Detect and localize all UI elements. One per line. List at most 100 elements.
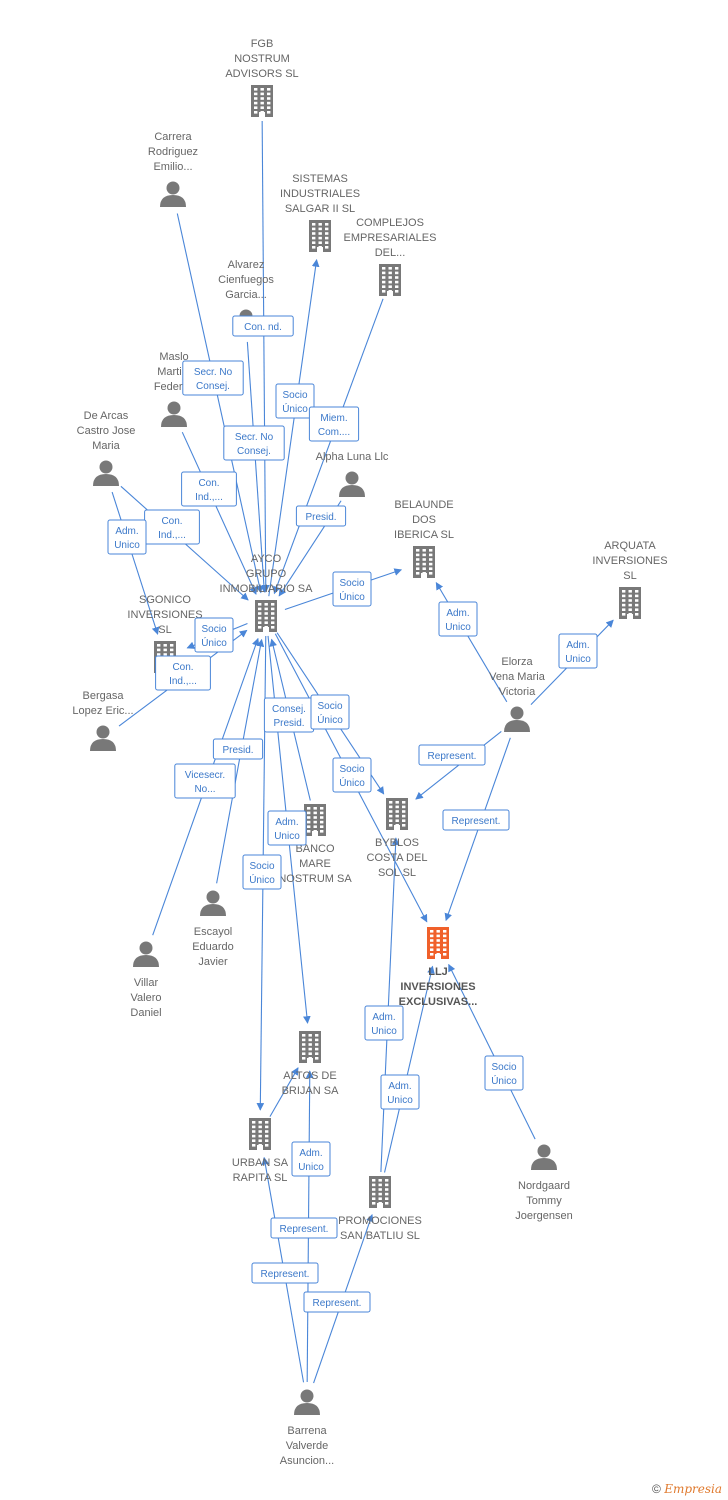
edge-complejos-to-ayco bbox=[273, 298, 384, 595]
edge-label-fgb-to-ayco[interactable]: Con. nd. bbox=[232, 315, 294, 337]
edge-label-text: No... bbox=[194, 784, 215, 795]
edge-label-dearcas-to-sgonico[interactable]: Adm.Unico bbox=[107, 519, 147, 555]
edge-label-promociones-to-byblos[interactable]: Adm.Unico bbox=[364, 1005, 404, 1041]
edge-label-text: Consej. bbox=[237, 446, 271, 457]
node-llj[interactable]: LLJINVERSIONESEXCLUSIVAS... bbox=[399, 927, 478, 1008]
edge-nordgaard-to-llj bbox=[448, 963, 536, 1140]
edge-label-bergasa-to-ayco[interactable]: Con.Ind.,... bbox=[155, 655, 211, 691]
person-icon bbox=[504, 706, 530, 732]
edge-label-dearcas-to-ayco[interactable]: Con.Ind.,... bbox=[144, 509, 200, 545]
edge-label-elorza-to-arquata[interactable]: Adm.Unico bbox=[558, 633, 598, 669]
edge-urban-to-altos bbox=[269, 1067, 299, 1117]
edge-label-promociones-to-llj[interactable]: Adm.Unico bbox=[380, 1074, 420, 1110]
node-label: INMOBILIARIO SA bbox=[220, 583, 314, 595]
node-label: COMPLEJOS bbox=[356, 217, 424, 229]
building-icon bbox=[304, 804, 326, 836]
node-label: Vena Maria bbox=[489, 671, 546, 683]
edge-label-escayol-to-ayco[interactable]: Presid. bbox=[212, 738, 264, 760]
edge-label-text: Adm. bbox=[372, 1012, 395, 1023]
node-label: EXCLUSIVAS... bbox=[399, 996, 478, 1008]
person-icon bbox=[294, 1389, 320, 1415]
node-alpha[interactable]: Alpha Luna Llc bbox=[316, 451, 389, 497]
building-icon bbox=[249, 1118, 271, 1150]
edge-label-text: Ind.,... bbox=[169, 676, 197, 687]
edge-label-barrena-to-promociones[interactable]: Represent. bbox=[303, 1291, 371, 1313]
edge-label-text: Represent. bbox=[452, 816, 501, 827]
edge-label-text: Represent. bbox=[313, 1298, 362, 1309]
edge-label-elorza-to-belaunde[interactable]: Adm.Unico bbox=[438, 601, 478, 637]
building-icon bbox=[369, 1176, 391, 1208]
edge-label-alpha-to-ayco[interactable]: Presid. bbox=[295, 505, 347, 527]
edge-label-elorza-to-byblos[interactable]: Represent. bbox=[418, 744, 486, 766]
edge-carrera-to-ayco bbox=[176, 213, 264, 594]
node-label: Valverde bbox=[286, 1440, 329, 1452]
edge-label-complejos-to-ayco[interactable]: Miem.Com.... bbox=[308, 406, 360, 442]
edge-label-text: Socio bbox=[201, 624, 226, 635]
node-barrena[interactable]: BarrenaValverdeAsuncion... bbox=[280, 1389, 334, 1468]
node-label: Valero bbox=[131, 992, 162, 1004]
node-label: BELAUNDE bbox=[394, 499, 453, 511]
edge-label-text: Único bbox=[317, 713, 343, 726]
edge-label-text: Unico bbox=[114, 540, 140, 551]
person-icon bbox=[90, 725, 116, 751]
node-label: Bergasa bbox=[83, 690, 125, 702]
edge-label-barrena-to-altos[interactable]: Represent. bbox=[270, 1217, 338, 1239]
edge-label-ayco-to-altos[interactable]: Adm.Unico bbox=[267, 810, 307, 846]
node-label: Alvarez bbox=[228, 259, 265, 271]
node-label: MARE bbox=[299, 858, 331, 870]
edge-alvarez-to-ayco bbox=[246, 341, 268, 593]
node-label: Escayol bbox=[194, 926, 233, 938]
node-label: Tommy bbox=[526, 1195, 562, 1207]
edge-label-text: Único bbox=[249, 873, 275, 886]
edge-label-text: Socio bbox=[339, 764, 364, 775]
edge-label-text: Socio bbox=[491, 1062, 516, 1073]
node-label: EMPRESARIALES bbox=[344, 232, 437, 244]
edge-label-text: Con. bbox=[161, 516, 182, 527]
edge-label-elorza-to-llj[interactable]: Represent. bbox=[442, 809, 510, 831]
edge-label-text: Adm. bbox=[388, 1081, 411, 1092]
edge-label-text: Único bbox=[491, 1074, 517, 1087]
edge-label-text: Único bbox=[339, 590, 365, 603]
edge-maslo-to-ayco bbox=[181, 431, 257, 595]
node-complejos[interactable]: COMPLEJOSEMPRESARIALESDEL... bbox=[344, 217, 437, 296]
edge-label-villar-to-ayco[interactable]: Vicesecr.No... bbox=[174, 763, 236, 799]
node-label: Eduardo bbox=[192, 941, 234, 953]
node-carrera[interactable]: CarreraRodriguezEmilio... bbox=[148, 131, 198, 207]
edge-label-urban-to-altos[interactable]: Adm.Unico bbox=[291, 1141, 331, 1177]
node-label: SISTEMAS bbox=[292, 173, 348, 185]
edge-label-banco-to-ayco[interactable]: Consej.Presid. bbox=[263, 697, 315, 733]
building-icon bbox=[413, 546, 435, 578]
person-icon bbox=[531, 1144, 557, 1170]
node-label: COSTA DEL bbox=[367, 852, 428, 864]
edge-label-barrena-to-urban[interactable]: Represent. bbox=[251, 1262, 319, 1284]
edge-label-text: Unico bbox=[298, 1162, 324, 1173]
brand-logo-text[interactable]: Empresia bbox=[664, 1482, 722, 1496]
edge-label-maslo-to-ayco[interactable]: Con.Ind.,... bbox=[181, 471, 237, 507]
